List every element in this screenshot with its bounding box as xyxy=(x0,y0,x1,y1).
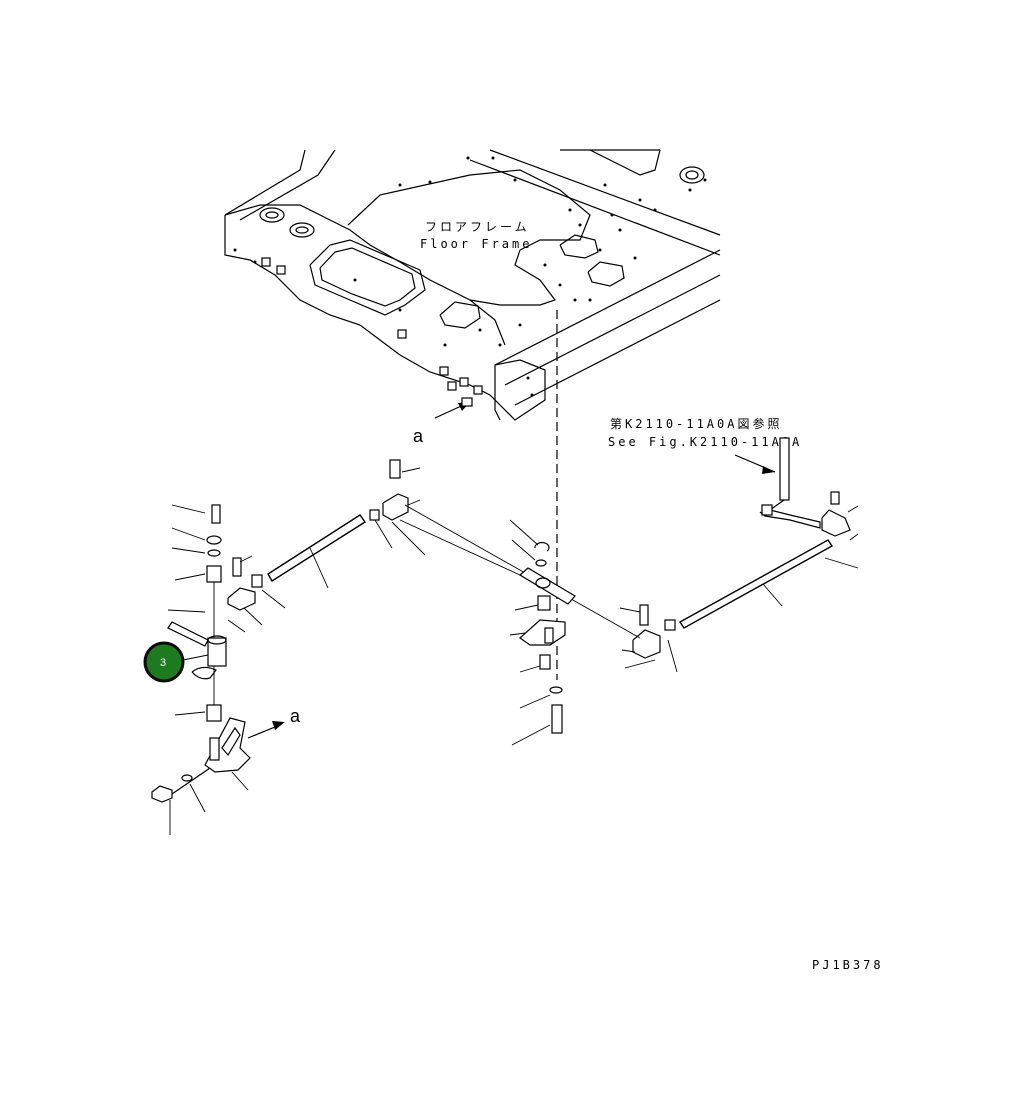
reference-note-jp: 第K2110-11A0A図参照 xyxy=(610,416,782,431)
callout-badge-number[interactable]: 3 xyxy=(160,657,166,669)
drawing-code: PJ1B378 xyxy=(812,958,884,972)
reference-note-en: See Fig.K2110-11A0A xyxy=(608,435,802,449)
view-label-a-top: a xyxy=(413,426,424,446)
center-top-joint xyxy=(369,459,426,556)
right-rod xyxy=(619,539,834,673)
floor-frame xyxy=(224,149,721,421)
view-label-a-left: a xyxy=(290,706,301,726)
center-lever-assembly xyxy=(399,504,641,746)
callout-badge-3[interactable]: 3 xyxy=(143,641,209,683)
callout-badge-circle[interactable] xyxy=(143,641,185,683)
view-a-arrow-left xyxy=(247,721,285,739)
reference-arrow xyxy=(734,454,776,474)
left-lever-assembly xyxy=(151,504,251,835)
floor-frame-label-jp: フロアフレーム xyxy=(425,220,530,234)
floor-frame-label-en: Floor Frame xyxy=(420,237,532,251)
left-rod xyxy=(227,514,366,633)
view-a-arrow-top xyxy=(434,397,473,419)
right-lever xyxy=(759,437,859,569)
